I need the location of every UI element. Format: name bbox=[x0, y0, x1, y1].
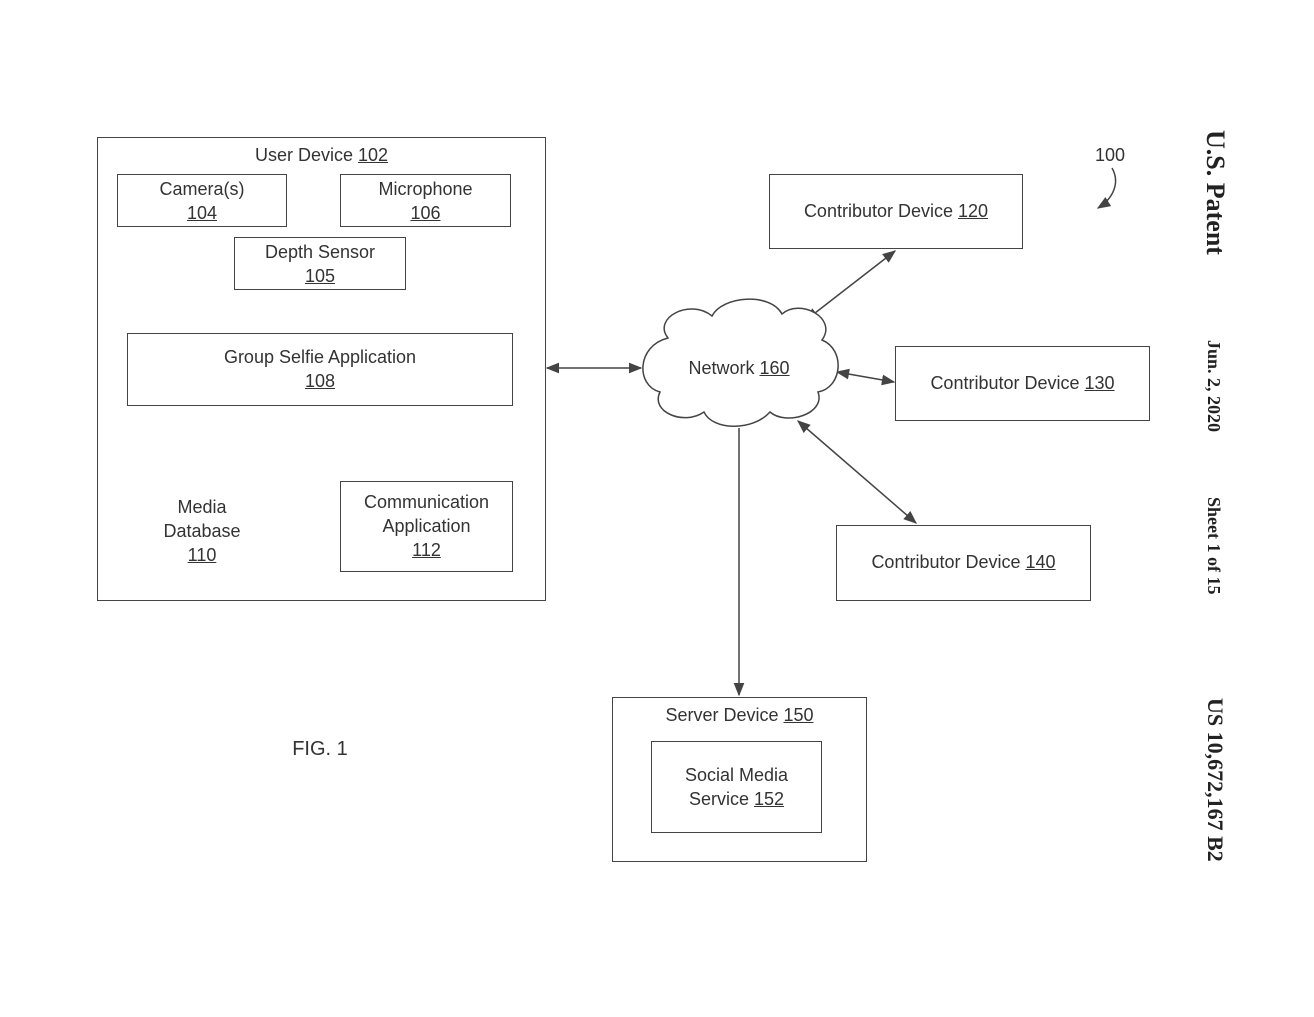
social-line1: Social Media bbox=[684, 765, 789, 785]
comm-app-num: 112 bbox=[412, 540, 441, 560]
network-name: Network bbox=[688, 358, 755, 378]
patent-sheet: Sheet 1 of 15 bbox=[1204, 497, 1224, 595]
depth-sensor-label: Depth Sensor 105 bbox=[234, 240, 406, 288]
network-num: 160 bbox=[759, 358, 790, 378]
patent-number: US 10,672,167 B2 bbox=[1203, 698, 1228, 862]
network-cloud bbox=[642, 298, 839, 427]
user-device-num: 102 bbox=[358, 145, 389, 165]
social-line2: Service bbox=[688, 789, 749, 809]
media-db-num: 110 bbox=[187, 545, 217, 565]
social-num: 152 bbox=[754, 789, 785, 809]
microphone-num: 106 bbox=[410, 203, 441, 223]
arrow-network-140 bbox=[796, 420, 918, 524]
contributor-device-130-box bbox=[895, 346, 1150, 421]
contributor-device-130-label: Contributor Device 130 bbox=[895, 371, 1150, 395]
contributor-120-name: Contributor Device bbox=[803, 201, 953, 221]
contributor-device-140-box bbox=[836, 525, 1091, 601]
contributor-120-num: 120 bbox=[958, 201, 989, 221]
contributor-130-name: Contributor Device bbox=[930, 373, 1080, 393]
media-db-line1: Media bbox=[177, 497, 227, 517]
microphone-name: Microphone bbox=[378, 179, 473, 199]
camera-num: 104 bbox=[186, 203, 218, 223]
reference-arrow-100 bbox=[1096, 167, 1117, 209]
media-db-line2: Database bbox=[163, 521, 241, 541]
depth-sensor-num: 105 bbox=[304, 266, 336, 286]
figure-label: FIG. 1 bbox=[292, 738, 348, 760]
arrow-network-130 bbox=[835, 368, 896, 386]
server-device-label: Server Device 150 bbox=[612, 703, 867, 727]
network-label: Network 160 bbox=[660, 356, 818, 380]
group-selfie-box bbox=[127, 333, 513, 406]
contributor-device-120-label: Contributor Device 120 bbox=[769, 199, 1023, 223]
user-device-name: User Device bbox=[254, 145, 353, 165]
social-media-label: Social Media Service 152 bbox=[651, 763, 822, 811]
comm-app-line2: Application bbox=[382, 516, 471, 536]
server-name: Server Device bbox=[665, 705, 779, 725]
patent-date: Jun. 2, 2020 bbox=[1204, 340, 1224, 433]
contributor-device-120-box bbox=[769, 174, 1023, 249]
microphone-box bbox=[340, 174, 511, 227]
comm-app-label: Communication Application 112 bbox=[340, 490, 513, 562]
camera-label: Camera(s) 104 bbox=[117, 177, 287, 225]
user-device-label: User Device 102 bbox=[97, 143, 546, 167]
contributor-device-140-label: Contributor Device 140 bbox=[836, 550, 1091, 574]
camera-name: Camera(s) bbox=[159, 179, 245, 199]
comm-app-line1: Communication bbox=[363, 492, 490, 512]
social-media-box bbox=[651, 741, 822, 833]
figure-reference-number: 100 bbox=[1094, 145, 1126, 165]
patent-label: U.S. Patent bbox=[1201, 130, 1230, 255]
comm-app-box bbox=[340, 481, 513, 572]
contributor-130-num: 130 bbox=[1084, 373, 1115, 393]
media-database-label: Media Database 110 bbox=[138, 495, 266, 567]
depth-sensor-box bbox=[234, 237, 406, 290]
contributor-140-name: Contributor Device bbox=[871, 552, 1021, 572]
server-num: 150 bbox=[783, 705, 814, 725]
arrow-network-120 bbox=[804, 250, 897, 321]
group-selfie-num: 108 bbox=[304, 371, 336, 391]
contributor-140-num: 140 bbox=[1025, 552, 1056, 572]
camera-box bbox=[117, 174, 287, 227]
social-line2-wrap: Service 152 bbox=[651, 787, 822, 811]
microphone-label: Microphone 106 bbox=[340, 177, 511, 225]
depth-sensor-name: Depth Sensor bbox=[264, 242, 376, 262]
group-selfie-label: Group Selfie Application 108 bbox=[127, 345, 513, 393]
group-selfie-name: Group Selfie Application bbox=[223, 347, 417, 367]
